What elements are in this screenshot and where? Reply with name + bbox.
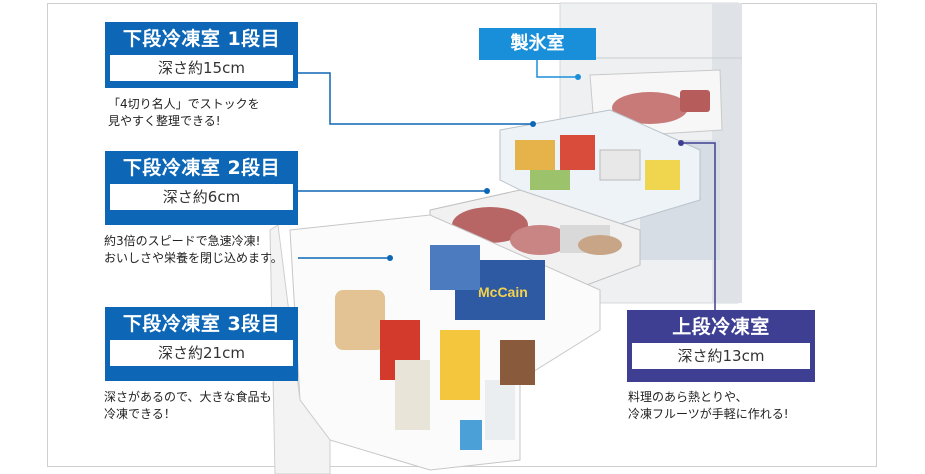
- tier1-note: 「4切り名人」でストックを 見やすく整理できる!: [108, 96, 260, 130]
- upper-note-line: 冷凍フルーツが手軽に作れる!: [628, 407, 789, 421]
- bread-loaf: [335, 290, 385, 350]
- tier3-note: 深さがあるので、大きな食品も 冷凍できる！: [104, 389, 272, 423]
- tier1-depth: 深さ約15cm: [110, 55, 293, 81]
- lower-freezer-face: [269, 224, 331, 474]
- tier3-title: 下段冷凍室 3段目: [122, 313, 281, 335]
- tier2-note: 約3倍のスピードで急速冷凍! おいしさや栄養を閉じ込めます。: [104, 233, 283, 267]
- tier3-label-box: 下段冷凍室 3段目 深さ約21cm: [105, 307, 298, 381]
- tier3-depth: 深さ約21cm: [110, 340, 293, 366]
- tier1-note-line: 見やすく整理できる!: [108, 114, 221, 128]
- tier1-note-line: 「4切り名人」でストックを: [108, 97, 260, 111]
- upper-title: 上段冷凍室: [672, 316, 770, 338]
- tier2-note-line: おいしさや栄養を閉じ込めます。: [104, 251, 283, 265]
- tier2-depth: 深さ約6cm: [110, 184, 293, 210]
- meat-pack: [612, 92, 688, 124]
- tier2-note-line: 約3倍のスピードで急速冷凍!: [104, 234, 261, 248]
- upper-label-box: 上段冷凍室 深さ約13cm: [627, 310, 815, 382]
- upper-depth: 深さ約13cm: [632, 343, 810, 369]
- mccain-logo: McCain: [478, 284, 528, 300]
- tier1-title: 下段冷凍室 1段目: [122, 28, 281, 50]
- tier2-title: 下段冷凍室 2段目: [122, 157, 281, 179]
- tier2-label-box: 下段冷凍室 2段目 深さ約6cm: [105, 151, 298, 225]
- ice-compartment-label: 製氷室: [479, 28, 596, 60]
- tier3-note-line: 深さがあるので、大きな食品も: [104, 390, 272, 404]
- upper-note: 料理のあら熱とりや、 冷凍フルーツが手軽に作れる!: [628, 389, 789, 423]
- upper-note-line: 料理のあら熱とりや、: [628, 390, 748, 404]
- tier1-label-box: 下段冷凍室 1段目 深さ約15cm: [105, 22, 298, 88]
- tier3-note-line: 冷凍できる！: [104, 407, 176, 421]
